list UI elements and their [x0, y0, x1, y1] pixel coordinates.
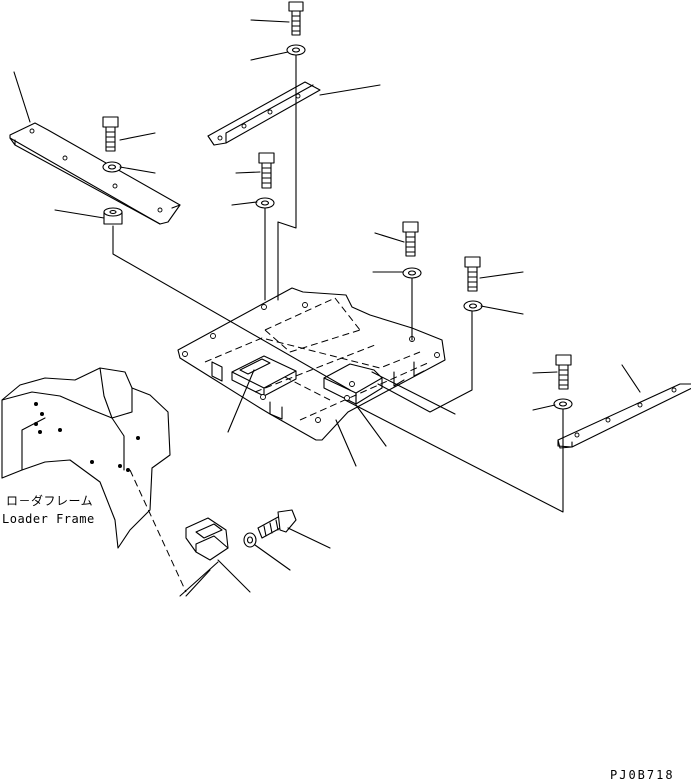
- spacer-left: [103, 207, 123, 225]
- bracket-left-long: [9, 122, 181, 225]
- washer-top-center: [286, 44, 306, 56]
- leader-lines: [13, 19, 641, 593]
- bolt-left: [102, 116, 119, 152]
- floor-plate: [177, 287, 446, 441]
- bolt-mid-left: [258, 152, 275, 189]
- drawing-code: PJ0B718: [610, 768, 675, 782]
- washer-right: [553, 398, 573, 410]
- clamp-bracket: [185, 517, 229, 561]
- loader-frame-label-jp: ロ－ダフレーム: [6, 494, 94, 508]
- washer-mid-right-b: [463, 300, 483, 312]
- washer-mid-left: [255, 197, 275, 209]
- loader-frame: [1, 367, 171, 549]
- bolt-mid-right-b: [464, 256, 481, 292]
- bolt-top-center: [288, 1, 304, 36]
- bolt-mid-right-a: [402, 221, 419, 257]
- washer-mid-right-a: [402, 267, 422, 279]
- assembly-lines: [112, 54, 564, 597]
- washer-left: [102, 161, 122, 173]
- loader-frame-label-en: Loader Frame: [2, 512, 95, 526]
- bracket-right: [557, 383, 691, 449]
- washer-bottom: [243, 532, 257, 548]
- bolt-right: [555, 354, 572, 390]
- bracket-top-center: [207, 81, 321, 146]
- bolt-bottom: [257, 509, 297, 539]
